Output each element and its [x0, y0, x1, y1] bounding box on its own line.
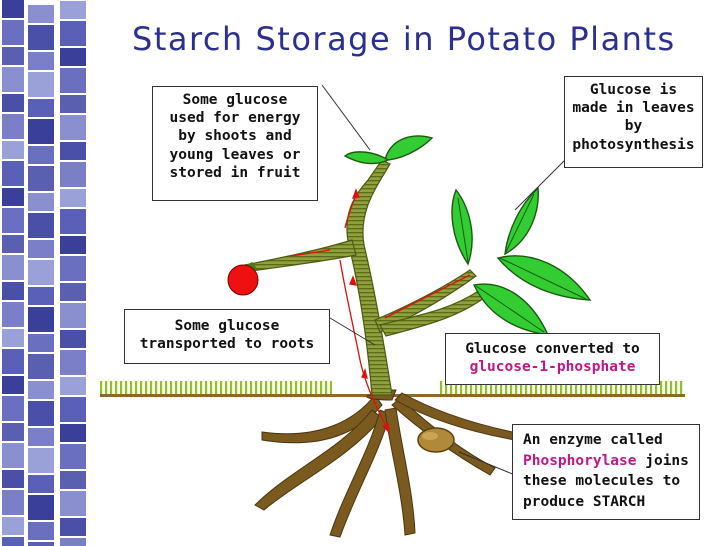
grass-left [100, 381, 332, 395]
label-roots-line: Some glucose [174, 318, 280, 334]
fruit [227, 264, 259, 296]
label-enzyme-line: these molecules to [523, 473, 681, 489]
roots [254, 389, 518, 538]
binder-strip [2, 0, 86, 546]
label-converted-line: Glucose converted to [465, 341, 640, 357]
label-roots: Some glucose transported to roots [124, 309, 330, 364]
label-enzyme-line: produce STARCH [523, 493, 646, 510]
potato-tuber [417, 427, 455, 453]
glucose-1-phosphate-term: glucose-1-phosphate [469, 359, 636, 376]
label-leaves-line: by [624, 118, 643, 135]
label-shoots-line: used for energy [169, 110, 301, 127]
label-enzyme: An enzyme called Phosphorylase joins the… [512, 424, 700, 520]
label-shoots-line: Some glucose [182, 92, 288, 108]
label-converted: Glucose converted to glucose-1-phosphate [445, 333, 660, 385]
label-shoots-line: stored in fruit [169, 164, 301, 181]
glucose-arrows [289, 188, 471, 434]
label-shoots-line: by shoots and [178, 128, 292, 145]
page-title: Starch Storage in Potato Plants [132, 20, 676, 58]
label-leaves-line: photosynthesis [572, 136, 695, 153]
label-enzyme-line: An enzyme called [523, 432, 663, 448]
label-enzyme-line-2: Phosphorylase joins [523, 451, 699, 472]
label-enzyme-joins: joins [636, 452, 689, 469]
pointer-lines [321, 84, 566, 476]
label-leaves-line: made in leaves [572, 100, 695, 117]
label-roots-line: transported to roots [139, 336, 315, 353]
phosphorylase-term: Phosphorylase [523, 452, 637, 469]
label-shoots-line: young leaves or [169, 146, 301, 163]
label-leaves: Glucose is made in leaves by photosynthe… [564, 76, 703, 168]
label-leaves-line: Glucose is [589, 82, 678, 98]
label-shoots: Some glucose used for energy by shoots a… [152, 86, 318, 201]
